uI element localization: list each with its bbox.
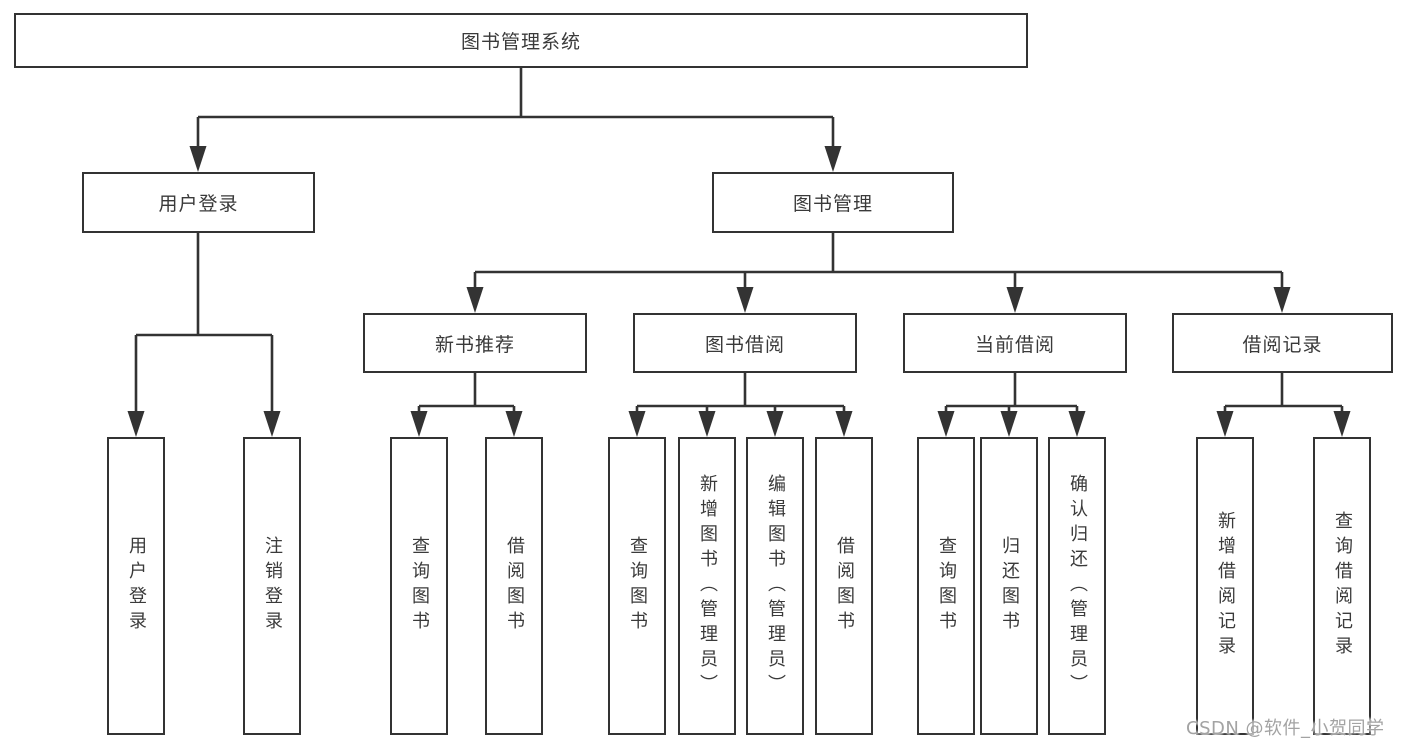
- leaf-borrowing-query-books: 查询图书: [608, 437, 666, 735]
- leaf-records-add-record: 新增借阅记录: [1196, 437, 1254, 735]
- leaf-borrowing-edit-books-admin: 编辑图书（管理员）: [746, 437, 804, 735]
- node-user-login: 用户登录: [82, 172, 315, 233]
- watermark: CSDN @软件_小贺同学: [1186, 718, 1385, 739]
- node-borrowing-records: 借阅记录: [1172, 313, 1393, 373]
- node-book-management: 图书管理: [712, 172, 954, 233]
- leaf-recommend-borrow-books: 借阅图书: [485, 437, 543, 735]
- node-root-library-management-system: 图书管理系统: [14, 13, 1028, 68]
- leaf-records-query-record: 查询借阅记录: [1313, 437, 1371, 735]
- node-current-borrowing: 当前借阅: [903, 313, 1127, 373]
- leaf-logout: 注销登录: [243, 437, 301, 735]
- node-book-borrowing: 图书借阅: [633, 313, 857, 373]
- node-new-book-recommendation: 新书推荐: [363, 313, 587, 373]
- leaf-current-confirm-return-admin: 确认归还（管理员）: [1048, 437, 1106, 735]
- leaf-recommend-query-books: 查询图书: [390, 437, 448, 735]
- leaf-current-return-books: 归还图书: [980, 437, 1038, 735]
- leaf-borrowing-add-books-admin: 新增图书（管理员）: [678, 437, 736, 735]
- leaf-borrowing-borrow-books: 借阅图书: [815, 437, 873, 735]
- leaf-current-query-books: 查询图书: [917, 437, 975, 735]
- leaf-user-login: 用户登录: [107, 437, 165, 735]
